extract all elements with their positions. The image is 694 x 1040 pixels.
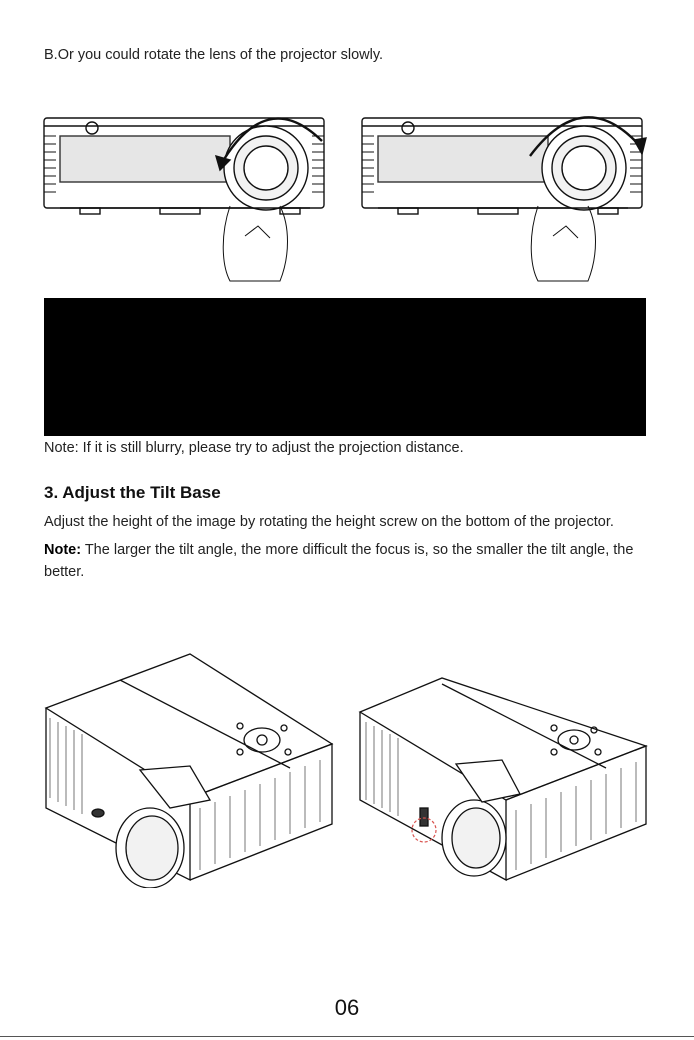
intro-instruction: B.Or you could rotate the lens of the pr… <box>44 47 384 63</box>
tilt-note: Note: The larger the tilt angle, the mor… <box>44 539 649 583</box>
page-number: 06 <box>334 995 360 1020</box>
bottom-divider <box>0 1036 694 1037</box>
redacted-image-block <box>44 298 646 436</box>
projector-tilt-default-illustration <box>44 653 334 888</box>
tilt-note-label: Note: <box>44 542 82 558</box>
projector-front-rotate-left-illustration <box>43 117 325 282</box>
projector-tilt-screw-illustration <box>358 677 648 882</box>
tilt-instruction: Adjust the height of the image by rotati… <box>44 514 614 530</box>
projector-front-rotate-right-illustration <box>361 116 647 282</box>
blurry-note: Note: If it is still blurry, please try … <box>44 440 464 456</box>
section-heading: 3. Adjust the Tilt Base <box>44 483 221 502</box>
tilt-note-text: The larger the tilt angle, the more diff… <box>44 542 634 580</box>
